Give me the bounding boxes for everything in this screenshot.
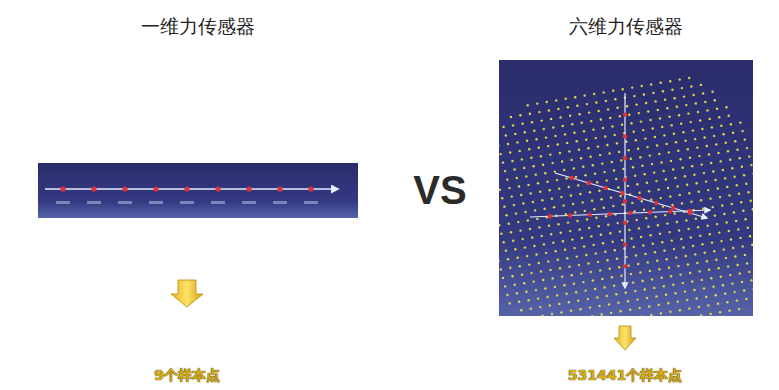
sample-count: 9个样本点 [154, 367, 220, 385]
sensor-panel: 一维力传感器 [38, 14, 358, 220]
panel-heading: 一维力传感器 [38, 14, 358, 40]
axis-line [45, 188, 338, 190]
panel-heading: 六维力传感器 [499, 14, 753, 40]
down-arrow [614, 326, 636, 350]
axes [530, 93, 710, 288]
left-panel [38, 163, 358, 218]
versus-label: VS [413, 168, 466, 213]
right-panel [499, 60, 753, 316]
down-arrow [171, 280, 203, 307]
sensor-panel: 六维力传感器 [499, 14, 753, 317]
sample-grid [499, 77, 753, 316]
sample-count: 531441个样本点 [568, 367, 682, 385]
sample-points [56, 186, 318, 204]
